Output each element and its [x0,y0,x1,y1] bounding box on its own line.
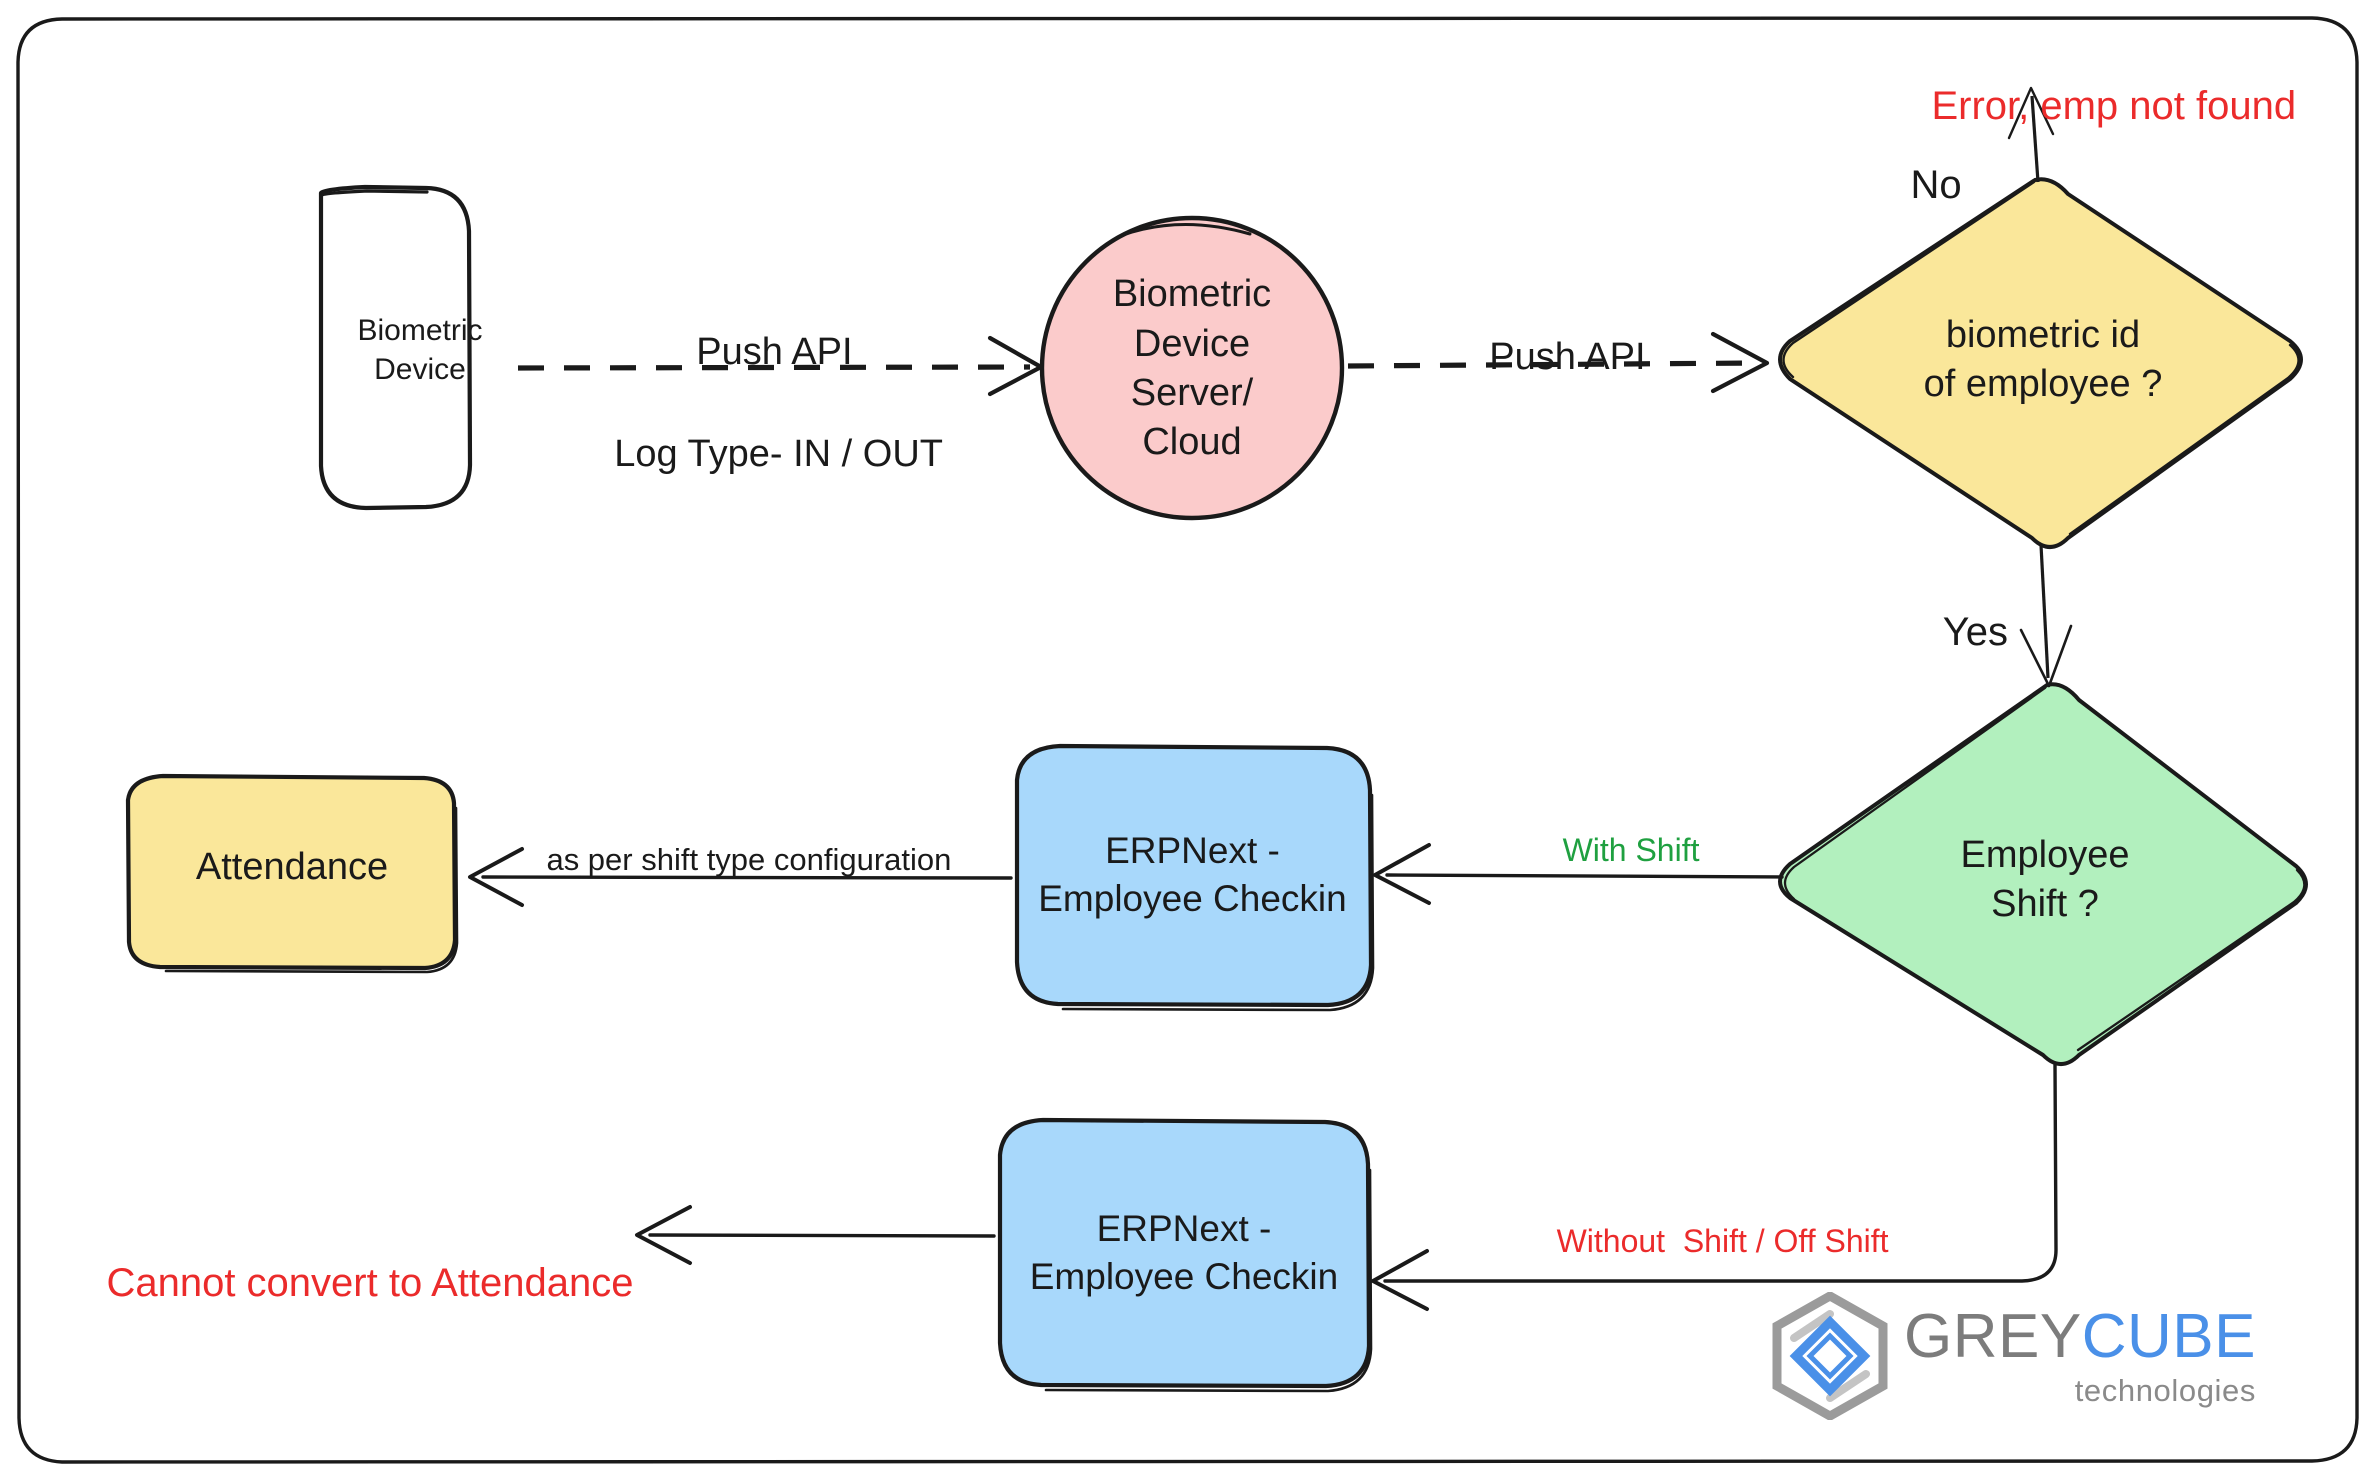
node-biometric-id-label: biometric id of employee ? [1868,300,2218,420]
checkin-no-shift-text: ERPNext - Employee Checkin [1029,1207,1339,1297]
node-attendance-label: Attendance [132,838,452,898]
device-server-text: Biometric Device Server/ Cloud [1112,273,1272,464]
node-employee-shift-shape [1778,682,2308,1066]
attendance-text: Attendance [195,846,389,889]
greycube-hexagon-icon [1772,1291,1888,1420]
cannot-convert-text: Cannot convert to Attendance [106,1261,634,1306]
node-device-server-label: Biometric Device Server/ Cloud [1062,258,1322,480]
logo-brand-grey: GREY [1904,1301,2082,1371]
log-type-text: Log Type- IN / OUT [614,433,943,475]
terminal-error-emp-not-found: Error, emp not found [1887,30,2296,184]
edge-checkin-to-cannot-convert [635,1205,996,1265]
logo-brand-cube: CUBE [2081,1301,2256,1371]
edge-label-yes: Yes [1899,565,2008,700]
logo-tagline: technologies [2074,1372,2256,1408]
greycube-wordmark: GREYCUBE technologies [1904,1305,2256,1408]
edge-label-with-shift: With Shift [1527,795,1700,906]
shift-type-config-text: as per shift type configuration [546,842,952,877]
employee-shift-text: Employee Shift ? [1960,833,2130,925]
node-checkin-no-shift-shape [997,1117,1373,1393]
edge-label-no: No [1866,118,1962,253]
node-biometric-device-shape [318,184,473,511]
node-checkin-with-shift-shape [1014,743,1375,1012]
edge-label-push-api-2: Push API [1447,293,1646,422]
node-checkin-with-shift-label: ERPNext - Employee Checkin [1010,815,1375,935]
node-checkin-no-shift-label: ERPNext - Employee Checkin [1000,1193,1368,1313]
edge-label-without-shift: Without Shift / Off Shift [1521,1186,1889,1297]
edge-label-log-type: Log Type- IN / OUT [572,390,943,519]
yes-text: Yes [1942,610,2008,654]
checkin-with-shift-text: ERPNext - Employee Checkin [1038,829,1347,919]
node-device-server-shape [1039,215,1345,521]
push-api-2-text: Push API [1489,336,1646,378]
biometric-id-text: biometric id of employee ? [1923,313,2163,405]
node-employee-shift-label: Employee Shift ? [1880,820,2210,940]
error-emp-not-found-text: Error, emp not found [1931,84,2297,129]
edge-label-push-api-1: Push API [654,288,853,417]
with-shift-text: With Shift [1562,832,1700,868]
node-attendance-shape [125,773,459,974]
biometric-device-text: Biometric Device [357,314,483,386]
without-shift-text: Without Shift / Off Shift [1556,1223,1889,1259]
no-text: No [1910,163,1962,207]
edge-biometric-id-to-employee-shift [2019,544,2073,688]
node-biometric-id-shape [1778,177,2303,549]
push-api-1-text: Push API [696,331,853,373]
edge-label-shift-type-config: as per shift type configuration [512,806,951,914]
greycube-logo: GREYCUBE technologies [1770,1288,2290,1423]
node-biometric-device-label: Biometric Device [330,290,510,410]
terminal-cannot-convert: Cannot convert to Attendance [62,1207,633,1361]
